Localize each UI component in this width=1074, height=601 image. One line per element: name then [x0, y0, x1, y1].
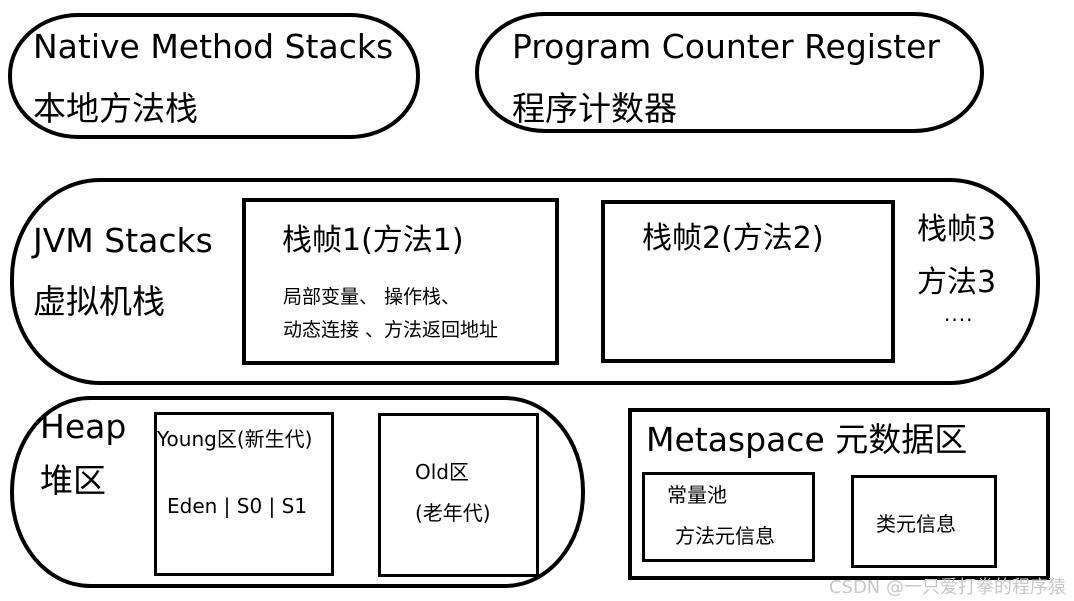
heap-zh-label: 堆区	[40, 461, 106, 500]
old-generation-box	[378, 413, 539, 577]
stack-frame-3-ellipsis: ....	[944, 302, 974, 326]
native-method-stacks-en-label: Native Method Stacks	[33, 27, 394, 66]
metaspace-title: Metaspace 元数据区	[646, 420, 968, 459]
young-generation-box	[154, 412, 334, 576]
constant-pool-box	[642, 472, 815, 562]
old-generation-line1: Old区	[415, 460, 469, 484]
stack-frame-2-box	[601, 200, 895, 363]
program-counter-register-box	[475, 12, 984, 133]
stack-frame-2-title: 栈帧2(方法2)	[642, 221, 824, 256]
stack-frame-1-box	[242, 198, 559, 365]
program-counter-register-en-label: Program Counter Register	[512, 27, 940, 66]
young-generation-content: Eden | S0 | S1	[167, 494, 308, 518]
young-generation-title: Young区(新生代)	[157, 427, 313, 451]
stack-frame-3-line1: 栈帧3	[917, 212, 997, 247]
heap-en-label: Heap	[40, 407, 127, 446]
native-method-stacks-box	[8, 13, 420, 139]
stack-frame-1-line1: 局部变量、 操作栈、	[283, 286, 461, 308]
native-method-stacks-zh-label: 本地方法栈	[33, 89, 198, 128]
stack-frame-1-line2: 动态连接 、方法返回地址	[283, 319, 499, 341]
watermark: CSDN @一只爱打拳的程序猿	[828, 577, 1066, 598]
jvm-stacks-zh-label: 虚拟机栈	[33, 282, 165, 321]
class-metadata-box	[851, 475, 997, 568]
program-counter-register-zh-label: 程序计数器	[512, 89, 677, 128]
stack-frame-3-line2: 方法3	[917, 265, 997, 300]
old-generation-line2: (老年代)	[415, 501, 491, 525]
jvm-stacks-en-label: JVM Stacks	[33, 221, 213, 260]
stack-frame-1-title: 栈帧1(方法1)	[282, 223, 464, 258]
constant-pool-line2: 方法元信息	[675, 524, 775, 548]
class-metadata-label: 类元信息	[876, 512, 956, 536]
constant-pool-line1: 常量池	[667, 483, 727, 507]
